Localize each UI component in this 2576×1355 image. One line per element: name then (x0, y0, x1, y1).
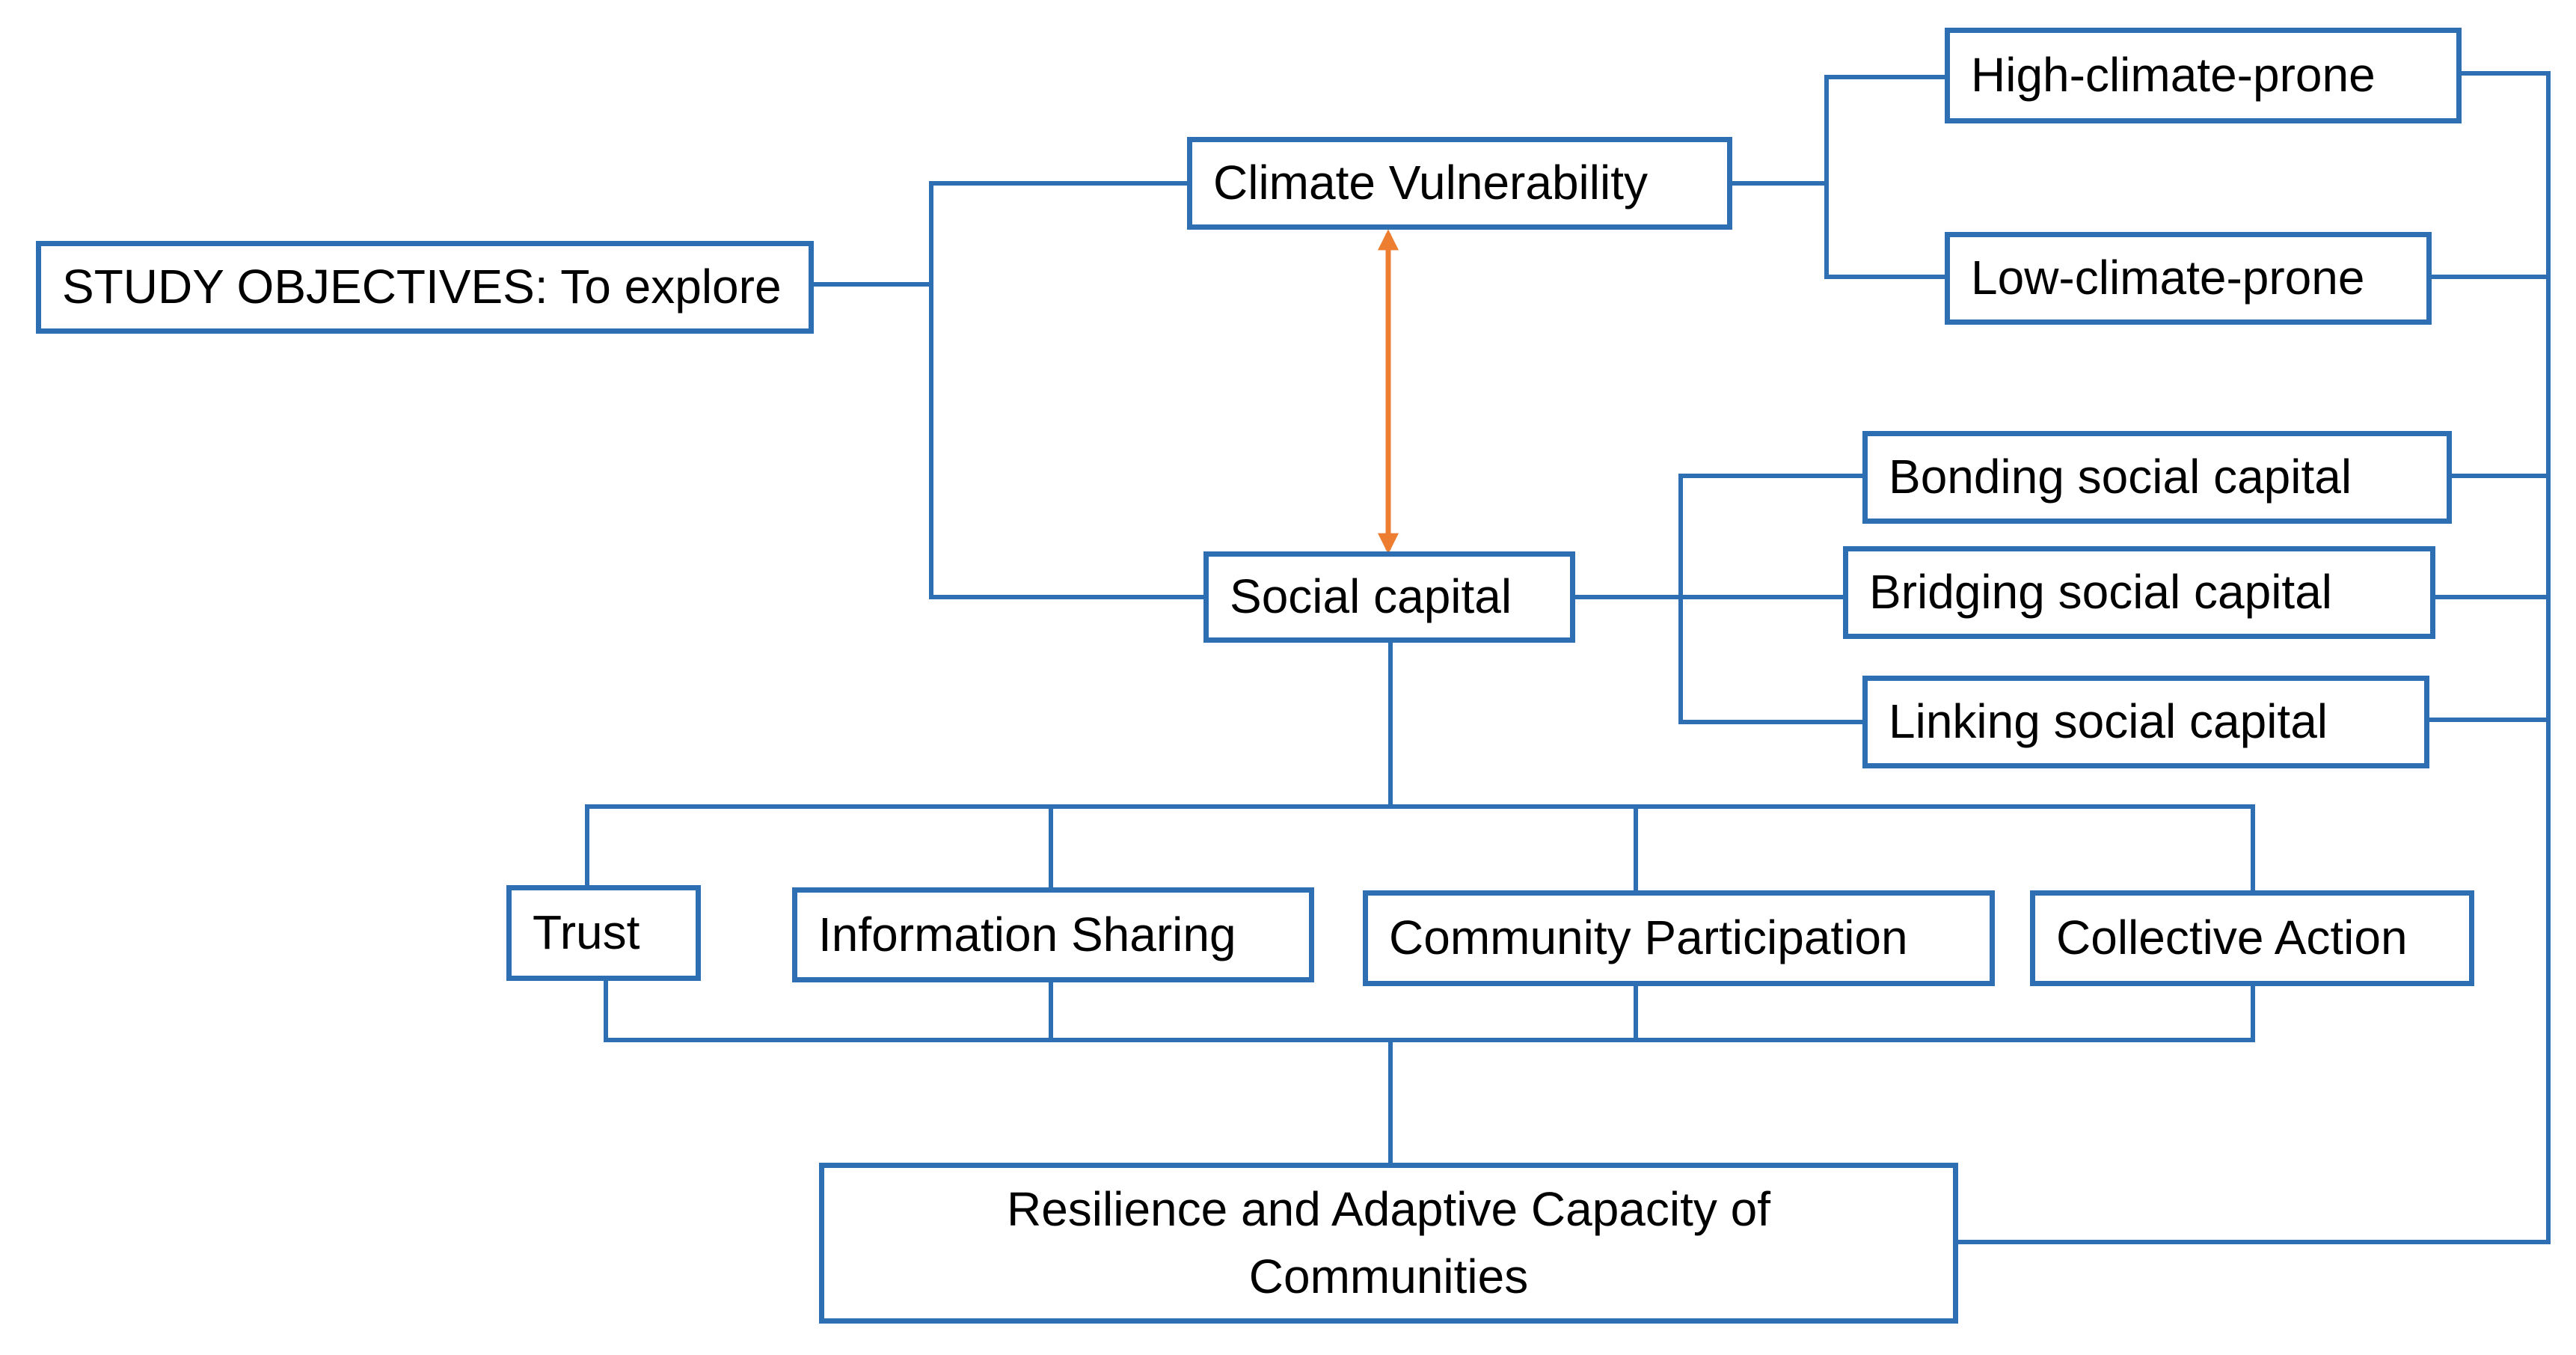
node-bonding-social-capital: Bonding social capital (1862, 431, 2452, 524)
connector-vulnerability-branch (1728, 75, 1949, 279)
node-linking-social-capital: Linking social capital (1862, 676, 2429, 768)
connector-right-collector (1954, 71, 2551, 1244)
node-label: Bridging social capital (1869, 565, 2332, 620)
node-label: Information Sharing (818, 907, 1236, 961)
connector-dimensions-bottom (604, 976, 2255, 1167)
node-label: Resilience and Adaptive Capacity of Comm… (1006, 1181, 1771, 1303)
node-trust: Trust (506, 885, 701, 981)
node-label: Low-climate-prone (1971, 251, 2365, 305)
connector-dimensions-top (585, 638, 2255, 894)
node-label: Community Participation (1389, 911, 1908, 965)
node-resilience: Resilience and Adaptive Capacity of Comm… (819, 1163, 1958, 1324)
node-study-objectives: STUDY OBJECTIVES: To explore (36, 241, 814, 334)
node-label: Climate Vulnerability (1213, 156, 1648, 210)
node-community-participation: Community Participation (1363, 890, 1995, 986)
node-label: Social capital (1230, 569, 1512, 624)
node-collective-action: Collective Action (2030, 890, 2474, 986)
node-label: Bonding social capital (1889, 450, 2352, 504)
node-label: Trust (533, 905, 640, 960)
node-label: STUDY OBJECTIVES: To explore (62, 260, 782, 314)
node-information-sharing: Information Sharing (792, 887, 1314, 982)
node-climate-vulnerability: Climate Vulnerability (1187, 137, 1732, 230)
connector-objectives-branch (809, 181, 1208, 599)
node-bridging-social-capital: Bridging social capital (1843, 546, 2435, 639)
connector-social-capital-types (1571, 474, 1867, 724)
node-low-climate-prone: Low-climate-prone (1945, 232, 2432, 325)
node-high-climate-prone: High-climate-prone (1945, 28, 2462, 123)
node-label: Linking social capital (1889, 694, 2328, 749)
node-label: High-climate-prone (1971, 48, 2376, 103)
node-social-capital: Social capital (1203, 551, 1575, 643)
node-label: Collective Action (2056, 911, 2408, 965)
